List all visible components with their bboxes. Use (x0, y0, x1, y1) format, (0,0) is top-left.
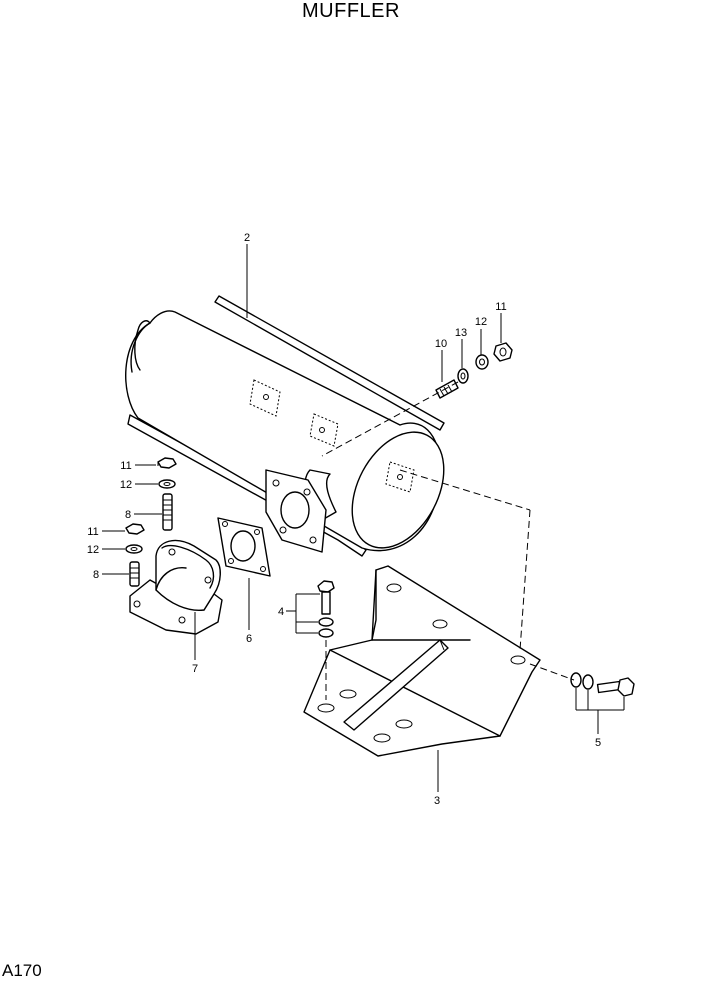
callout-8-upper: 8 (125, 509, 131, 521)
callout-3: 3 (434, 795, 440, 807)
callout-6: 6 (246, 633, 252, 645)
muffler-body (125, 295, 445, 557)
callout-5: 5 (595, 737, 601, 749)
callout-7: 7 (192, 663, 198, 675)
bolt-4 (317, 580, 335, 615)
callout-11-lower: 11 (87, 526, 98, 538)
lock-washer-13 (457, 368, 469, 384)
exhaust-elbow-7 (129, 539, 223, 635)
washer-5-a (570, 672, 582, 688)
gasket-6 (217, 517, 271, 577)
callout-10: 10 (435, 338, 447, 350)
flat-washer-12-lower (125, 544, 143, 554)
callout-12-upper: 12 (120, 479, 132, 491)
hex-nut-11-upper (157, 457, 177, 469)
hex-nut-11 (493, 342, 513, 362)
stud-bolt-10 (435, 379, 459, 399)
washer-4-upper (318, 617, 334, 627)
callout-12-lower: 12 (87, 544, 99, 556)
mounting-bracket-3 (303, 565, 541, 757)
callout-4: 4 (278, 606, 284, 618)
callout-12-top: 12 (475, 316, 487, 328)
washer-4-lower (318, 628, 334, 638)
page-code: A170 (2, 961, 42, 980)
callout-13: 13 (455, 327, 467, 339)
callout-11-top: 11 (495, 301, 506, 313)
bolt-5 (596, 677, 635, 697)
washer-5-b (582, 674, 594, 690)
callout-8-lower: 8 (93, 569, 99, 581)
stud-8-upper (162, 493, 173, 531)
hex-nut-11-lower (125, 523, 145, 535)
flat-washer-12 (475, 354, 489, 370)
page-title: MUFFLER (302, 0, 400, 22)
callout-11-upper: 11 (120, 460, 131, 472)
flat-washer-12-upper (158, 479, 176, 489)
stud-8-lower (129, 561, 140, 587)
callout-2: 2 (244, 232, 250, 244)
